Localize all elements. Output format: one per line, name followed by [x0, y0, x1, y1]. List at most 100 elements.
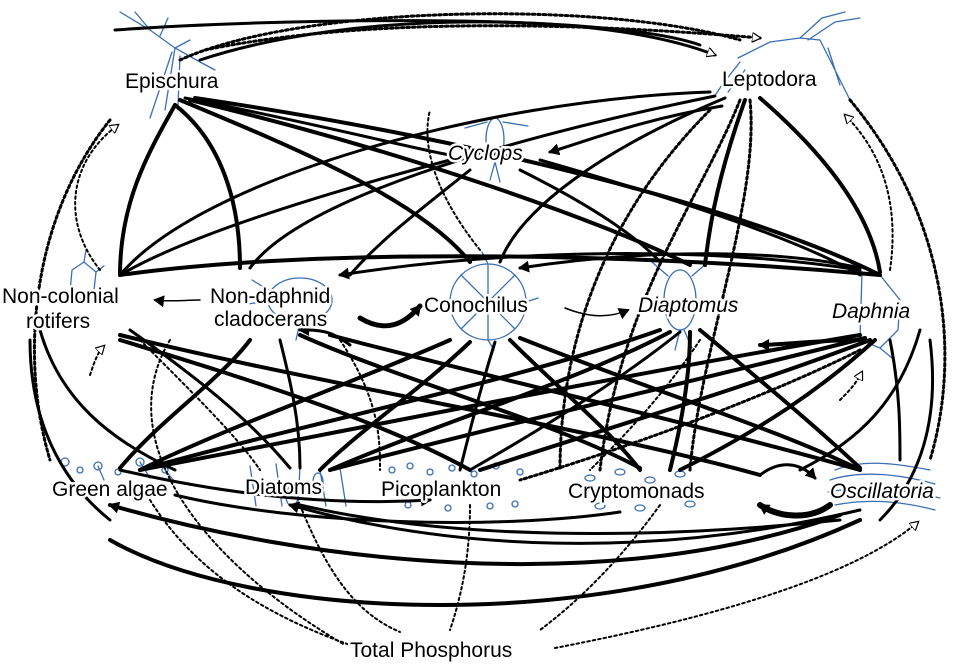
edge-solid: [328, 333, 862, 472]
edge-solid: [298, 503, 842, 535]
cryptomonads-illustration: [584, 468, 696, 512]
edge-solid: [28, 338, 112, 522]
label-non-daphnid-line2: cladocerans: [214, 308, 327, 331]
edge-solid: [198, 20, 715, 62]
label-leptodora: Leptodora: [722, 68, 817, 91]
edge-solid: [173, 103, 242, 270]
edge-solid: [548, 104, 724, 156]
edge-solid: [248, 94, 717, 270]
edge-dotted: [539, 504, 661, 631]
edge-solid: [108, 518, 862, 607]
edge-dotted: [426, 109, 481, 251]
edge-solid: [118, 90, 712, 277]
edge-dotted: [299, 504, 401, 633]
edge-solid: [328, 330, 672, 472]
edge-solid: [758, 338, 862, 351]
edge-solid: [798, 328, 922, 472]
edge-solid: [183, 96, 452, 157]
edge-dotted: [518, 348, 862, 482]
edge-solid: [758, 463, 817, 480]
edge-solid: [38, 328, 177, 472]
label-picoplankton: Picoplankton: [381, 478, 501, 501]
edge-dotted: [89, 346, 104, 376]
edge-solid: [498, 96, 727, 264]
edge-solid: [328, 336, 867, 472]
edge-solid: [703, 98, 747, 267]
edge-solid: [118, 338, 252, 470]
edge-solid: [338, 252, 862, 280]
edge-solid: [108, 501, 842, 567]
label-non-colonial-line1: Non-colonial: [2, 285, 119, 308]
edge-dotted: [589, 339, 701, 471]
edge-solid: [153, 295, 201, 308]
edge-solid: [458, 340, 497, 472]
solid-edges: [28, 19, 934, 607]
edge-dotted: [149, 499, 351, 646]
edge-solid: [178, 98, 472, 264]
edge-solid: [118, 103, 177, 277]
edge-solid: [698, 328, 862, 470]
edge-dotted: [178, 12, 742, 62]
edge-solid: [518, 168, 662, 264]
edge-dotted: [339, 339, 381, 471]
edge-solid: [468, 330, 682, 472]
edge-solid: [118, 158, 452, 277]
edge-solid: [678, 338, 877, 472]
picoplankton-illustration: [388, 462, 524, 512]
label-daphnia: Daphnia: [832, 300, 910, 323]
leptodora-illustration: [715, 11, 861, 101]
edge-solid: [138, 333, 862, 472]
label-cryptomonads: Cryptomonads: [568, 480, 705, 503]
edge-dotted: [203, 24, 760, 52]
edge-solid: [128, 328, 292, 470]
edge-solid: [298, 333, 642, 470]
edge-dotted: [449, 504, 471, 631]
label-diatoms: Diatoms: [245, 476, 322, 499]
edge-solid: [173, 493, 622, 524]
label-non-daphnid-line1: Non-daphnid: [210, 285, 330, 308]
edge-solid: [318, 340, 472, 472]
edge-solid: [298, 324, 352, 347]
edge-dotted: [848, 98, 947, 462]
edge-dotted: [74, 125, 118, 271]
label-cyclops: Cyclops: [448, 142, 523, 165]
label-green-algae: Green algae: [52, 478, 168, 501]
edge-dotted: [558, 108, 712, 472]
label-oscillatoria: Oscillatoria: [830, 480, 934, 503]
edge-solid: [757, 502, 833, 519]
edge-solid: [138, 328, 662, 472]
edge-solid: [888, 338, 902, 462]
edge-dotted: [839, 372, 862, 401]
edge-solid: [113, 19, 702, 47]
edge-solid: [138, 338, 452, 472]
edge-solid: [357, 303, 423, 329]
edge-solid: [188, 98, 692, 267]
edge-dotted: [32, 118, 112, 462]
edge-solid: [538, 158, 862, 277]
edge-dotted: [845, 115, 894, 271]
edge-solid: [518, 252, 862, 273]
label-total-phosphorus: Total Phosphorus: [350, 639, 512, 662]
edge-solid: [478, 338, 872, 472]
edge-solid: [278, 338, 302, 470]
label-conochilus: Conochilus: [424, 294, 528, 317]
diaptomus-illustration: [651, 261, 709, 351]
edge-solid: [193, 96, 882, 277]
label-epischura: Epischura: [125, 70, 219, 93]
edge-solid: [348, 168, 472, 277]
edge-solid: [118, 468, 432, 507]
edge-dotted: [598, 98, 742, 472]
edge-dotted: [150, 339, 346, 646]
label-non-colonial-line2: rotifers: [26, 310, 90, 333]
edge-solid: [118, 254, 882, 277]
edge-solid: [118, 333, 762, 477]
edge-solid: [758, 96, 882, 274]
edge-solid: [564, 307, 630, 320]
dotted-edges: [32, 12, 947, 649]
edge-dotted: [554, 522, 918, 649]
edge-solid: [118, 338, 472, 472]
node-labels: Epischura Leptodora Cyclops Non-colonial…: [0, 66, 936, 665]
oscillatoria-illustration: [827, 462, 941, 511]
edge-solid: [878, 338, 934, 522]
